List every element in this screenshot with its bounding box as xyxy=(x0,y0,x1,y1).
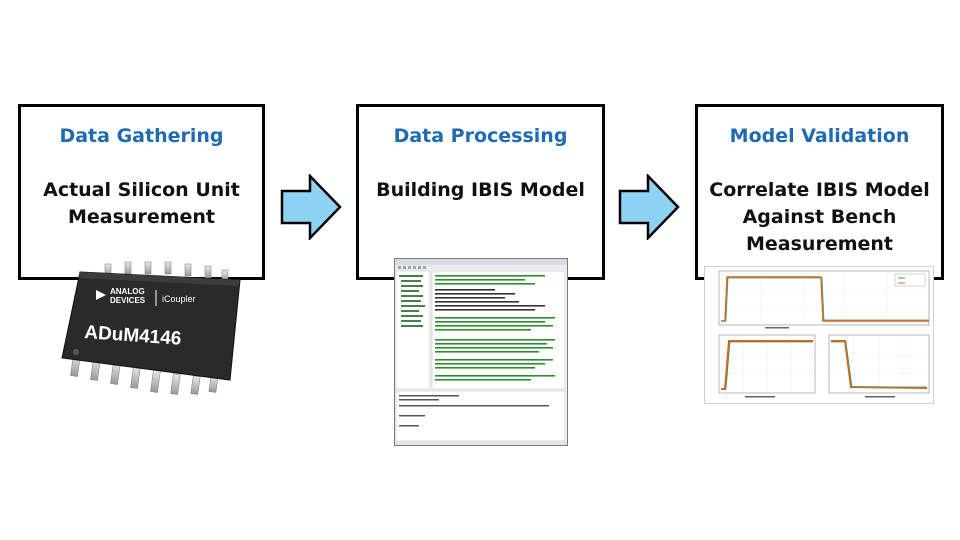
flow-arrow-icon xyxy=(280,174,342,240)
stage-heading: Data Gathering xyxy=(59,125,224,147)
stage-data-processing: Data Processing Building IBIS Model xyxy=(356,104,605,280)
chip-brand-line1: ANALOG xyxy=(110,287,145,296)
validation-waveform-plots xyxy=(704,266,934,404)
stage-data-gathering: Data Gathering Actual Silicon Unit Measu… xyxy=(18,104,265,280)
adum4146-chip-image: ANALOG DEVICES iCoupler ADuM4146 xyxy=(61,261,241,395)
stage-heading: Model Validation xyxy=(729,125,910,147)
stage-body: Building IBIS Model xyxy=(376,179,585,201)
stage-heading: Data Processing xyxy=(393,125,568,147)
flow-arrow-icon xyxy=(618,174,680,240)
ibis-software-screenshot xyxy=(394,258,568,446)
stage-model-validation: Model Validation Correlate IBIS Model Ag… xyxy=(695,104,944,280)
stage-body: Correlate IBIS Model Against Bench Measu… xyxy=(709,179,930,255)
stage-body: Actual Silicon Unit Measurement xyxy=(43,179,240,228)
chip-sub-brand: iCoupler xyxy=(162,294,196,304)
chip-brand-line2: DEVICES xyxy=(110,296,146,305)
